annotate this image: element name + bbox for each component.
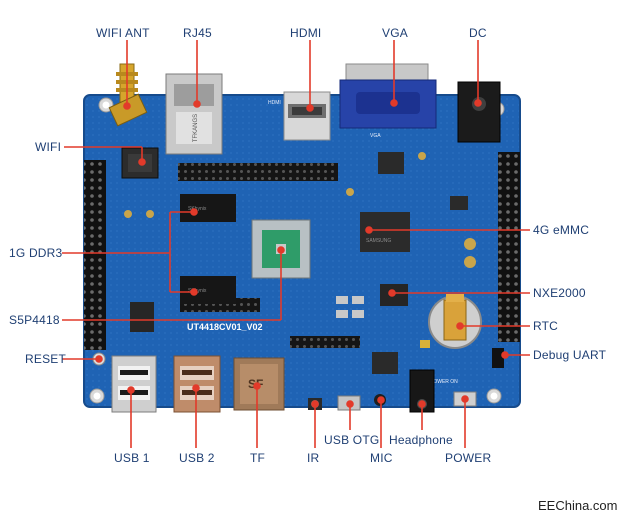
dc-jack (457, 81, 501, 143)
smd-chip (378, 152, 404, 174)
board-model-text: UT4418CV01_V02 (187, 322, 263, 332)
label-dc: DC (469, 26, 487, 40)
smd-chip (450, 196, 468, 210)
right-header (498, 152, 520, 342)
smd-chip (372, 352, 398, 374)
label-wifi: WIFI (35, 140, 62, 154)
emmc-chip-text: SAMSUNG (366, 238, 391, 244)
vga-silk-text: VGA (370, 133, 381, 139)
label-power: POWER (445, 451, 492, 465)
label-emmc: 4G eMMC (533, 223, 590, 237)
wifi-module (121, 147, 159, 179)
tf-card-slot: SF (233, 357, 285, 411)
label-usb1: USB 1 (114, 451, 150, 465)
rj45-silk-text: TFKANGS (193, 114, 199, 142)
label-rtc: RTC (533, 319, 559, 333)
hdmi-silk-text: HDMI (268, 100, 281, 106)
watermark: EEChina.com (538, 498, 618, 513)
top-header (178, 163, 338, 181)
rj45-jack: TFKANGS (165, 73, 223, 155)
label-reset: RESET (25, 352, 67, 366)
label-wifi-ant: WIFI ANT (96, 26, 150, 40)
ram-chip-text: SKhynix (188, 206, 207, 212)
label-usb-otg: USB OTG (324, 433, 380, 447)
label-debug-uart: Debug UART (533, 348, 607, 362)
label-ddr3: 1G DDR3 (9, 246, 63, 260)
usb1-port (111, 355, 157, 413)
label-s5p4418: S5P4418 (9, 313, 60, 327)
hdmi-port: HDMI (268, 91, 331, 141)
left-header (84, 160, 106, 350)
label-nxe2000: NXE2000 (533, 286, 586, 300)
leader-lines (62, 40, 530, 448)
rtc-battery (428, 294, 482, 349)
label-headphone: Headphone (389, 433, 453, 447)
vga-port: VGA (339, 63, 437, 139)
bottom-header (290, 336, 360, 348)
label-hdmi: HDMI (290, 26, 322, 40)
smd-chip (130, 302, 154, 332)
label-ir: IR (307, 451, 320, 465)
label-tf: TF (250, 451, 266, 465)
debug-uart-header (492, 348, 504, 368)
label-vga: VGA (382, 26, 408, 40)
usb2-port (173, 355, 221, 413)
ddr3-chip-bottom: SKhynix (180, 276, 236, 304)
label-usb2: USB 2 (179, 451, 215, 465)
label-rj45: RJ45 (183, 26, 212, 40)
ddr3-chip-top: SKhynix (180, 194, 236, 222)
label-mic: MIC (370, 451, 393, 465)
power-silk-text: POWER ON (430, 379, 458, 385)
